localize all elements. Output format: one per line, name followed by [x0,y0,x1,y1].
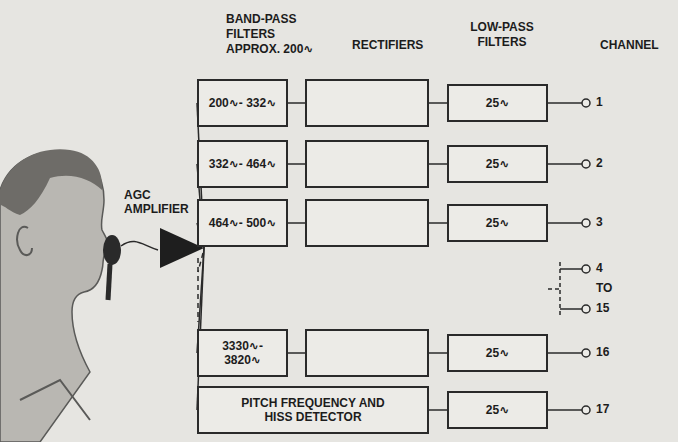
mic-cable [121,241,158,250]
channel-number: 1 [596,95,626,110]
node-text: 25∿ [486,96,509,110]
signal-line [288,222,305,224]
rectifier-box [305,329,429,377]
low-pass-filter: 25∿ [447,204,548,242]
signal-line [429,352,447,354]
band-pass-filter: 200∿- 332∿ [197,79,288,127]
low-pass-filter: 25∿ [447,84,548,122]
band-pass-filter: 332∿- 464∿ [197,140,288,188]
signal-line [429,102,447,104]
rectifier-box [305,199,429,247]
signal-line [288,102,305,104]
rectifier-box [305,79,429,127]
node-text: 25∿ [486,216,509,230]
column-heading: CHANNEL [600,38,674,53]
node-text: AGC AMPLIFIER [124,188,206,216]
ear [17,227,32,255]
signal-line [429,409,447,411]
pitch-detector-box: PITCH FREQUENCY AND HISS DETECTOR [197,386,429,434]
column-heading: BAND-PASS FILTERS APPROX. 200∿ [226,12,330,57]
hair [0,149,102,215]
column-heading: LOW-PASS FILTERS [466,20,538,50]
band-pass-filter: 3330∿- 3820∿ [197,329,288,377]
channel-number: TO [596,281,626,296]
channel-number: 15 [596,301,626,316]
node-text: 25∿ [486,157,509,171]
node-text: 25∿ [486,403,509,417]
channel-number: 4 [596,261,626,276]
channel-number: 17 [596,402,626,417]
signal-line [288,163,305,165]
agc-amplifier: AGC AMPLIFIER [124,188,206,276]
column-heading: RECTIFIERS [352,38,452,53]
low-pass-filter: 25∿ [447,145,548,183]
signal-line [429,222,447,224]
low-pass-filter: 25∿ [447,334,548,372]
collar [20,380,90,420]
node-text: 464∿- 500∿ [205,216,280,230]
channel-number: 2 [596,156,626,171]
signal-line [429,163,447,165]
node-text: 3330∿- 3820∿ [199,339,286,367]
dashed-band [197,258,199,322]
channel-leads [548,99,590,414]
node-text: 200∿- 332∿ [205,96,280,110]
channel-number: 16 [596,345,626,360]
low-pass-filter: 25∿ [447,391,548,429]
microphone [103,235,121,265]
signal-line [288,352,305,354]
node-text: 25∿ [486,346,509,360]
rectifier-box [305,140,429,188]
node-text: PITCH FREQUENCY AND HISS DETECTOR [199,396,427,424]
mic-handle [108,264,110,300]
band-pass-filter: 464∿- 500∿ [197,199,288,247]
node-text: 332∿- 464∿ [205,157,280,171]
channel-number: 3 [596,215,626,230]
